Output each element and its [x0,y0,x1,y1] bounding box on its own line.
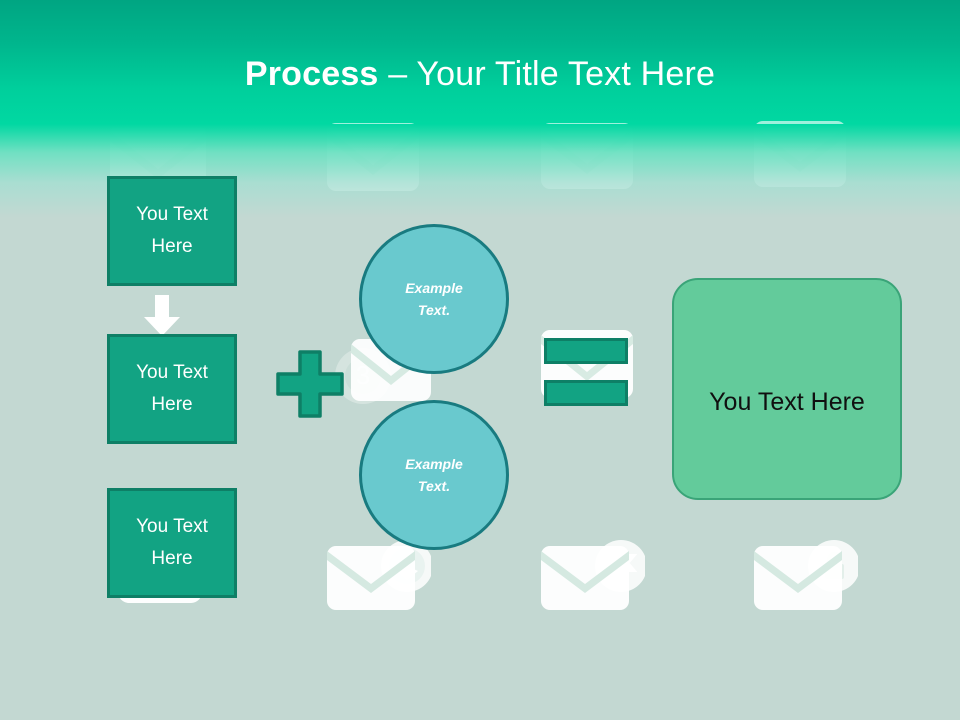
envelope-lock-icon [754,540,858,612]
process-step-box-2-line2: Here [151,394,193,415]
envelope-flag-icon [541,540,645,612]
slide-title-dash: – [378,55,417,93]
process-step-box-3-line1: You Text [136,516,208,537]
process-step-box-3[interactable]: You Text Here [107,488,237,598]
example-circle-2-line1: Example [405,456,463,472]
result-box[interactable]: You Text Here [672,278,902,500]
arrow-down-icon [143,295,181,337]
process-step-box-1[interactable]: You Text Here [107,176,237,286]
example-circle-2[interactable]: Example Text. [359,400,509,550]
process-step-box-1-line1: You Text [136,204,208,225]
example-circle-1-line2: Text. [417,302,451,318]
envelope-clock-icon [327,540,431,612]
header-gradient-band [0,0,960,124]
example-circle-2-line2: Text. [417,478,451,494]
process-step-box-3-line2: Here [151,548,193,569]
slide-title-bold: Process [244,55,379,93]
result-box-label: You Text Here [709,387,865,416]
process-step-box-2[interactable]: You Text Here [107,334,237,444]
process-step-box-1-line2: Here [151,236,193,257]
plus-icon [276,350,344,418]
slide-title-normal: Your Title Text Here [416,55,716,93]
example-circle-1-line1: Example [405,280,463,296]
process-step-box-2-line1: You Text [136,362,208,383]
equals-icon-bar-top [544,338,628,364]
equals-icon-bar-bottom [544,380,628,406]
example-circle-1[interactable]: Example Text. [359,224,509,374]
slide-title: Process – Your Title Text Here [0,52,960,96]
